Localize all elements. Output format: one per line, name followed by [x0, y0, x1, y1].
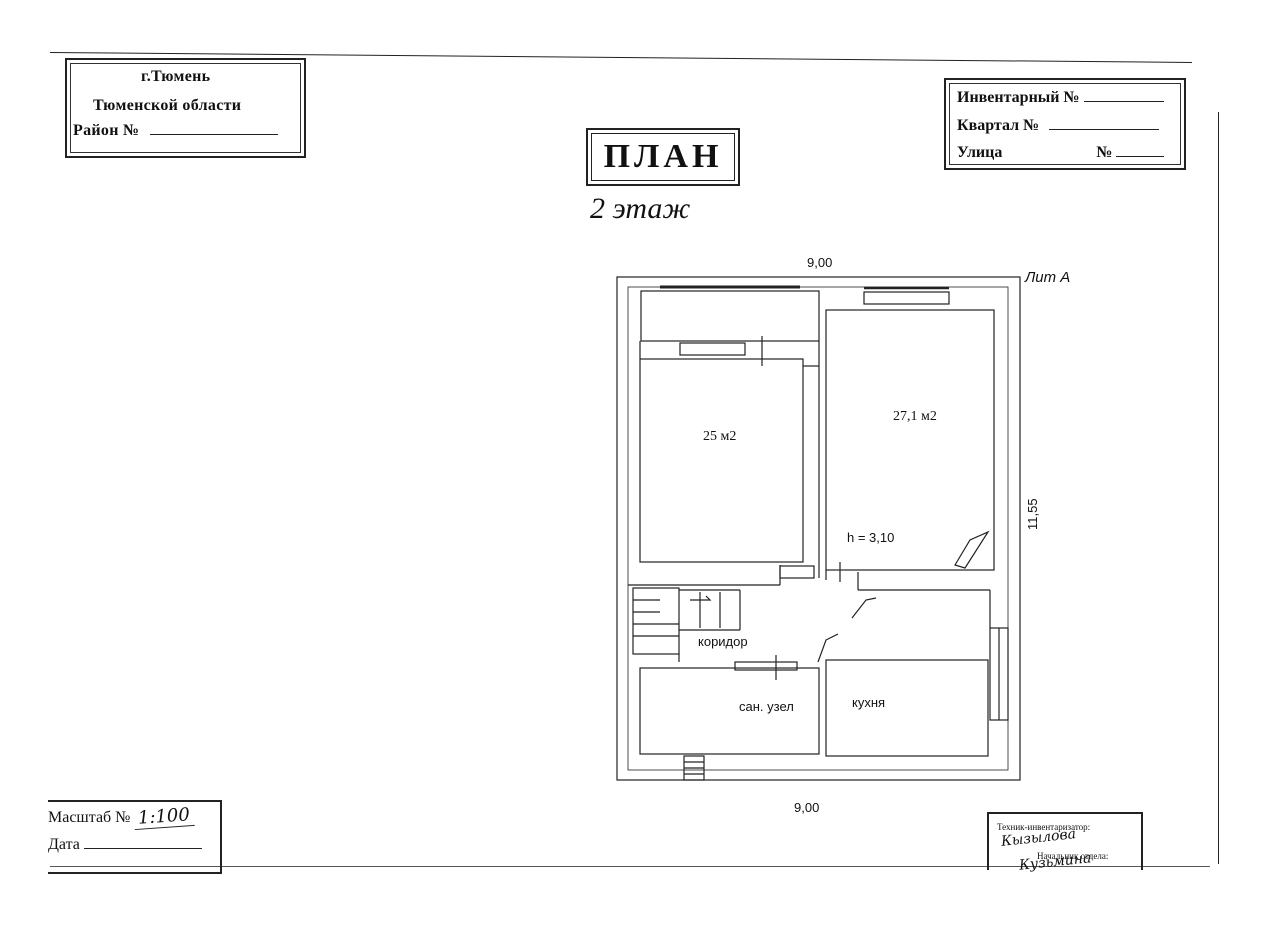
bathroom-label: сан. узел — [739, 699, 794, 714]
inventory-stamp-inner-border — [949, 83, 1181, 165]
width-bottom-dimension: 9,00 — [794, 800, 820, 815]
scale-row: Масштаб № 1:100 — [48, 803, 196, 831]
plan-title-inner-border — [591, 133, 735, 181]
ceiling-height: h = 3,10 — [847, 530, 895, 545]
street-number-blank — [1116, 142, 1165, 157]
stairs — [632, 587, 680, 655]
corridor-label: коридор — [698, 634, 748, 649]
room-right — [825, 309, 995, 571]
outer-wall-outline — [616, 276, 1021, 781]
building-letter: Лит А — [1025, 269, 1071, 286]
block-label: Квартал № — [957, 117, 1040, 134]
floor-plan-drawing — [616, 276, 1021, 781]
room-left-area: 25 м2 — [703, 429, 737, 444]
kitchen-doorway-2 — [851, 597, 877, 619]
outer-wall-inner-line — [627, 286, 1009, 771]
sheet-bottom-edge — [50, 866, 1210, 867]
sheet-right-edge — [1218, 112, 1219, 864]
technician-stamp: Техник-инвентаризатор: Кызылова Начальни… — [987, 812, 1143, 874]
inventory-stamp: Инвентарный № Квартал № Улица № — [944, 78, 1186, 170]
head-label: Начальник отдела: — [1037, 851, 1109, 861]
block-row: Квартал № — [957, 115, 1160, 135]
technician-label: Техник-инвентаризатор: — [997, 822, 1091, 832]
inventory-row: Инвентарный № — [957, 87, 1164, 107]
block-blank — [1049, 115, 1160, 130]
head-signature: Кузьмина — [1018, 850, 1093, 874]
balcony — [640, 290, 820, 342]
city-stamp-inner-border — [70, 63, 301, 153]
region-name: Тюменской области — [93, 97, 242, 114]
street-label: Улица — [957, 144, 1003, 161]
corridor-door — [779, 565, 815, 579]
kitchen-label: кухня — [852, 695, 886, 710]
floor-label: 2 этаж — [590, 192, 691, 225]
bathroom-door — [734, 661, 798, 671]
inventory-label: Инвентарный № — [957, 89, 1080, 106]
plan-title: ПЛАН — [603, 138, 723, 175]
bathroom — [639, 667, 820, 755]
width-top-dimension: 9,00 — [807, 255, 833, 270]
kitchen — [825, 659, 989, 757]
scale-stamp: Масштаб № 1:100 Дата — [48, 800, 222, 874]
district-label-text: Район № — [73, 122, 140, 139]
balcony-door — [679, 342, 746, 356]
kitchen-doorway-1 — [817, 633, 839, 663]
date-blank — [83, 836, 202, 849]
inventory-blank — [1083, 87, 1164, 102]
city-name: г.Тюмень — [141, 68, 211, 85]
scale-value: 1:100 — [133, 803, 196, 831]
scale-label: Масштаб № — [48, 809, 131, 826]
room-right-stove — [954, 530, 990, 569]
city-stamp: г.Тюмень Тюменской области Район № — [65, 58, 306, 158]
date-row: Дата — [48, 836, 202, 854]
district-label: Район № — [73, 122, 278, 140]
stair-arrow — [690, 595, 712, 601]
plan-title-box: ПЛАН — [586, 128, 740, 186]
room-right-window — [863, 291, 950, 305]
street-row: Улица № — [957, 142, 1165, 162]
room-left — [639, 358, 804, 563]
district-blank — [149, 122, 278, 135]
date-label: Дата — [48, 836, 80, 853]
street-number-label: № — [1096, 144, 1113, 161]
room-right-area: 27,1 м2 — [893, 409, 937, 424]
